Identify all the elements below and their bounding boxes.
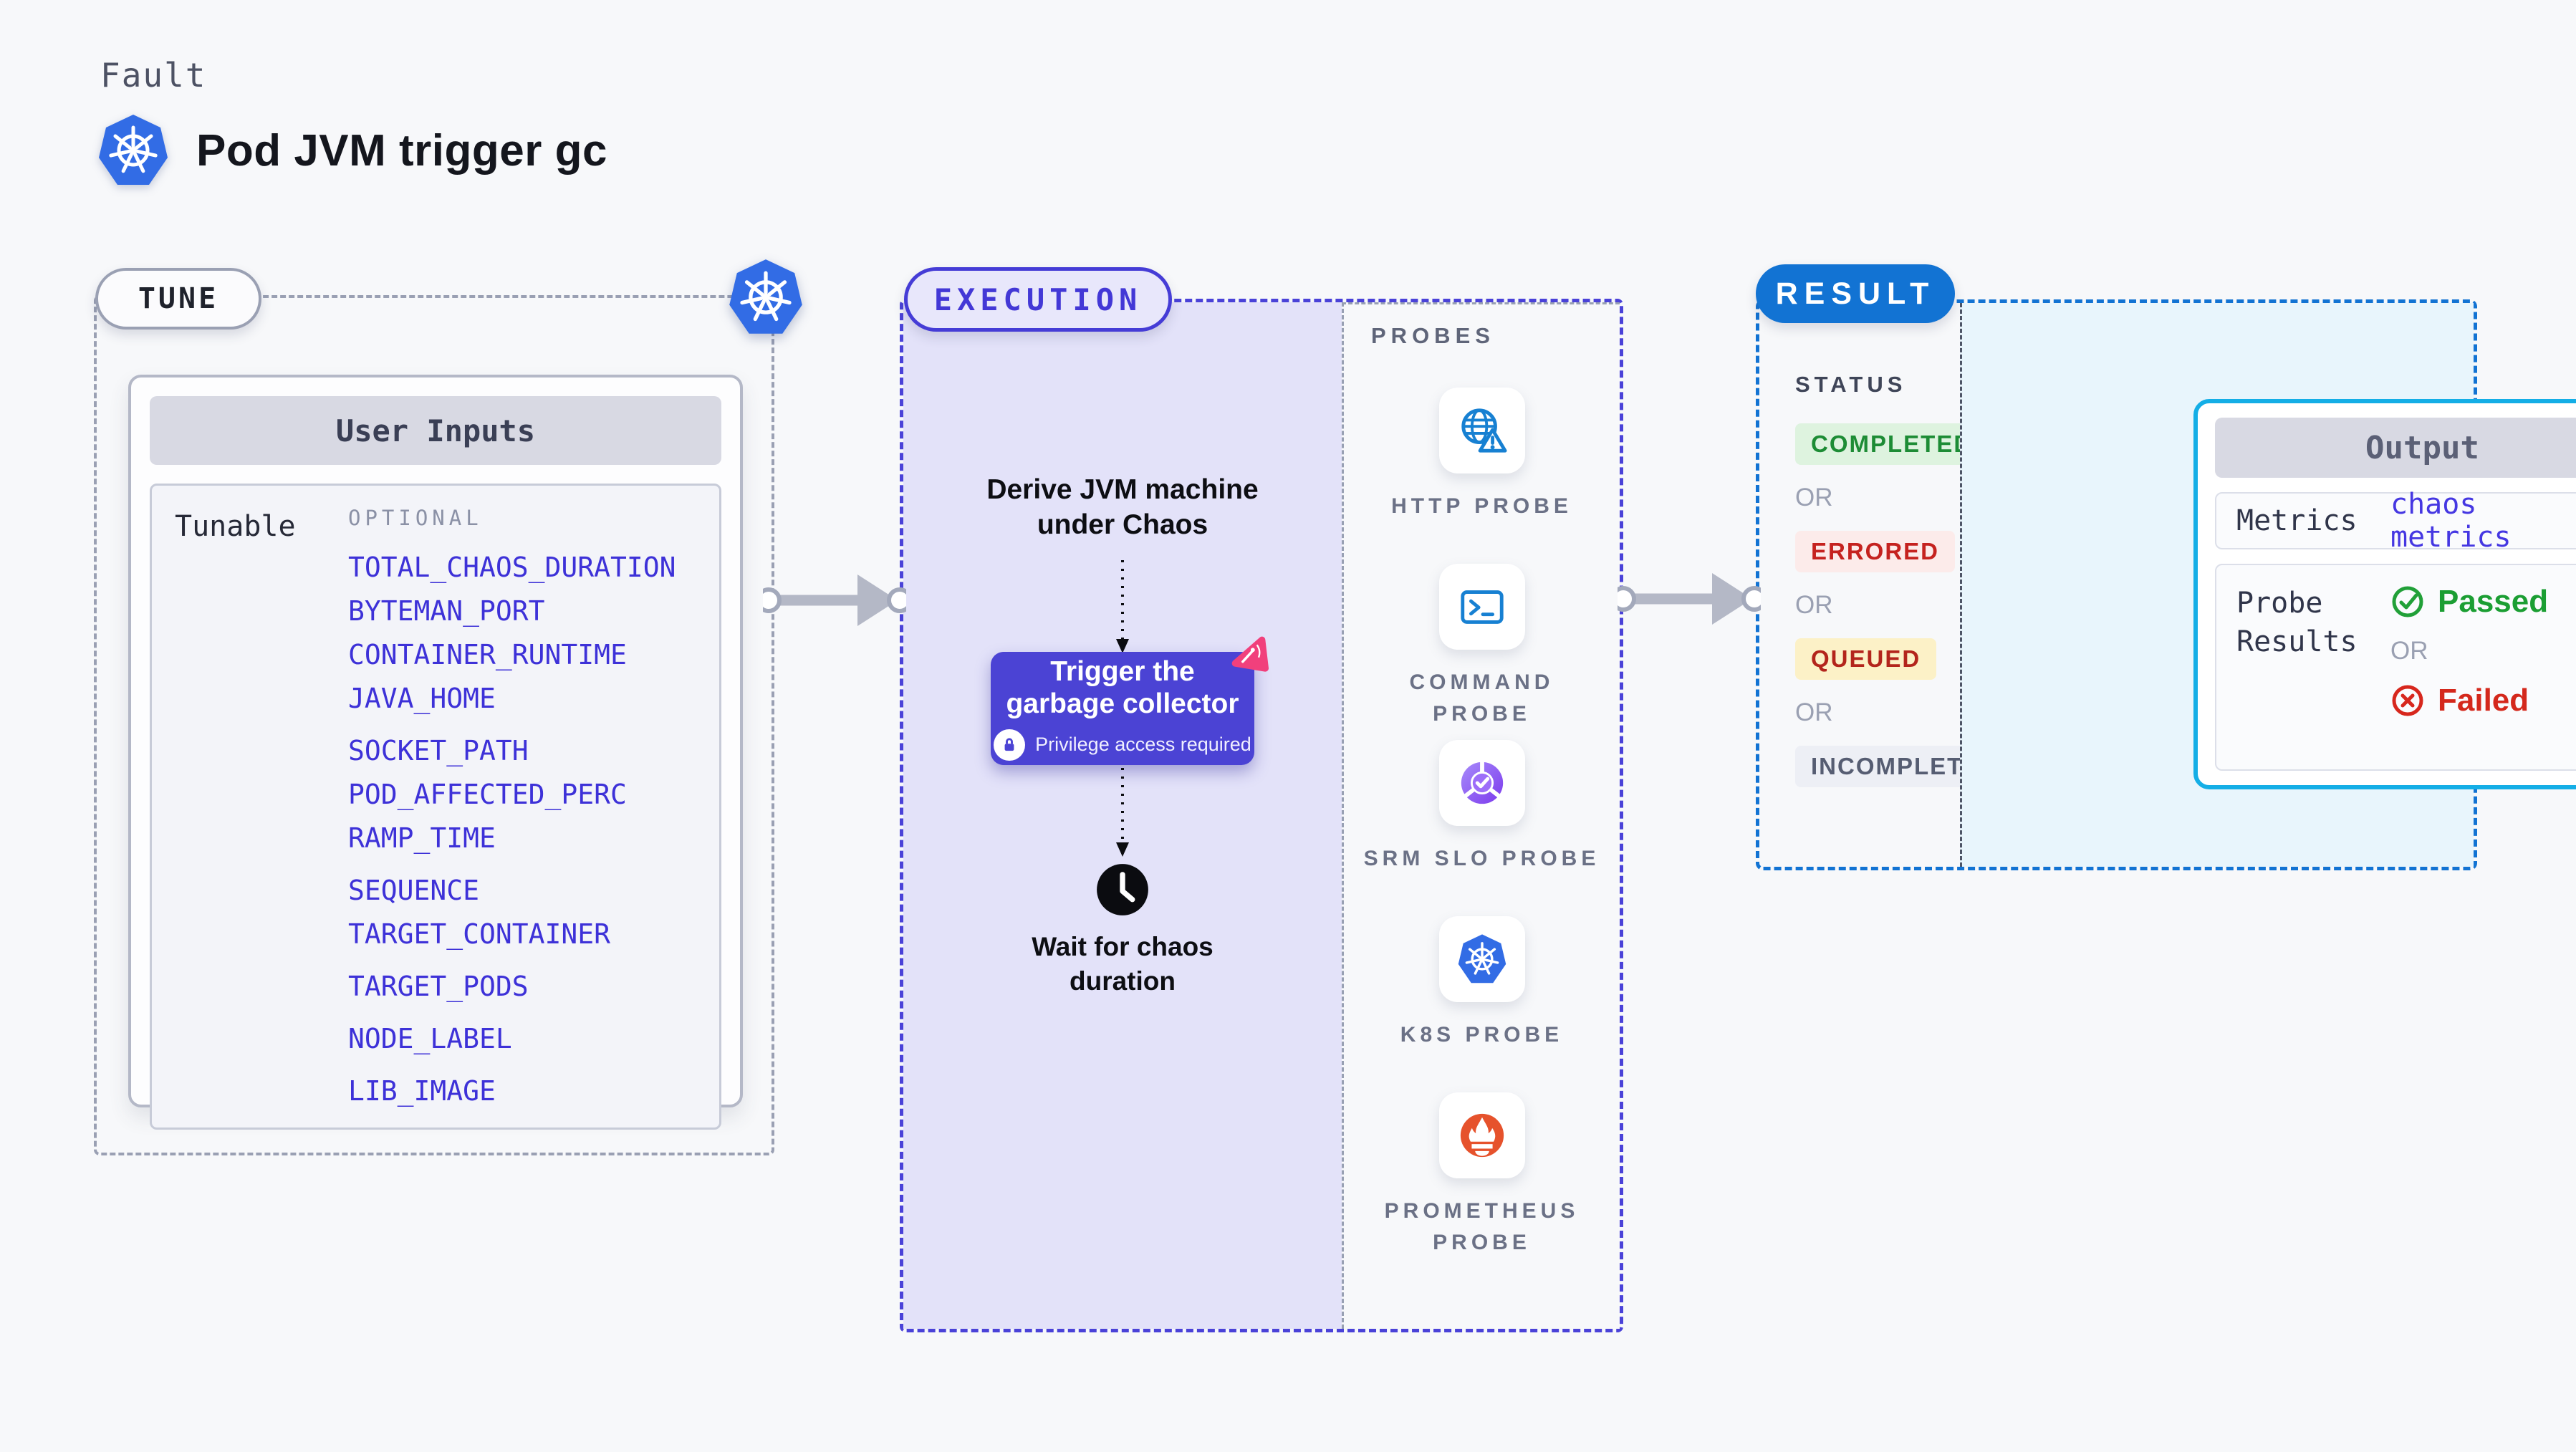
param-link[interactable]: LIB_IMAGE — [348, 1075, 496, 1107]
terminal-icon — [1460, 590, 1504, 624]
or-label: OR — [1795, 698, 1833, 726]
user-inputs-header: User Inputs — [150, 396, 721, 465]
status-badge-completed: COMPLETED — [1795, 423, 1989, 465]
probe-card — [1438, 740, 1525, 826]
param-link[interactable]: SOCKET_PATH — [348, 735, 529, 766]
execution-section: Derive JVM machine under Chaos Trigger t… — [900, 299, 1623, 1332]
probe-item-k8s: K8S PROBE — [1364, 916, 1600, 1092]
passed-label: Passed — [2438, 584, 2549, 619]
lock-icon — [994, 729, 1026, 761]
param-link[interactable]: POD_AFFECTED_PERC — [348, 779, 627, 810]
probe-item-http: HTTP PROBE — [1364, 388, 1600, 564]
probes-title: PROBES — [1371, 323, 1495, 348]
metrics-label: Metrics — [2236, 504, 2358, 537]
probe-label: SRM SLO PROBE — [1363, 847, 1600, 870]
status-badge-errored: ERRORED — [1795, 531, 1956, 572]
output-header: Output — [2215, 418, 2576, 478]
probe-card — [1438, 1092, 1525, 1178]
probe-label: PROMETHEUS PROBE — [1384, 1199, 1580, 1254]
probes-panel: PROBES — [1342, 302, 1620, 1329]
privilege-label: Privilege access required — [1035, 734, 1251, 756]
flow-connector-down — [1116, 560, 1129, 653]
x-circle-icon — [2392, 685, 2423, 716]
tune-section — [94, 295, 774, 1155]
user-inputs-card: User Inputs Tunable OPTIONAL TOTAL_CHAOS… — [128, 375, 743, 1130]
tunable-label: Tunable — [175, 510, 296, 543]
privilege-row: Privilege access required — [994, 729, 1251, 761]
check-circle-icon — [2392, 586, 2423, 617]
passed-row: Passed — [2390, 584, 2548, 620]
user-inputs-list: Tunable OPTIONAL TOTAL_CHAOS_DURATION BY… — [150, 484, 721, 1130]
probe-results-row: Probe Results Passed OR — [2215, 564, 2576, 771]
metrics-row: Metrics chaos metrics — [2215, 488, 2576, 554]
or-label: OR — [2390, 637, 2428, 665]
param-link[interactable]: RAMP_TIME — [348, 822, 496, 854]
chaos-litmus-icon — [1231, 636, 1269, 672]
status-badge-queued: QUEUED — [1795, 638, 1937, 680]
output-card: Output Metrics chaos metrics Probe Resul… — [2193, 399, 2576, 789]
probe-item-srm-slo: SRM SLO PROBE — [1364, 740, 1600, 916]
derive-jvm-node: Derive JVM machine under Chaos — [986, 474, 1259, 540]
probe-card — [1438, 564, 1525, 650]
globe-alert-icon — [1461, 408, 1507, 453]
probe-label: COMMAND PROBE — [1409, 670, 1554, 726]
probe-label: HTTP PROBE — [1391, 494, 1572, 518]
clock-icon — [1097, 864, 1148, 915]
param-link[interactable]: SEQUENCE — [348, 875, 480, 906]
execution-badge: EXECUTION — [904, 267, 1172, 332]
probe-card — [1438, 916, 1525, 1002]
result-output-panel: Output Metrics chaos metrics Probe Resul… — [1960, 303, 2576, 867]
metrics-value: chaos metrics — [2390, 488, 2512, 554]
param-link[interactable]: CONTAINER_RUNTIME — [348, 639, 627, 670]
probe-label: K8S PROBE — [1400, 1023, 1564, 1047]
page-title-row: Pod JVM trigger gc — [96, 113, 607, 188]
slo-donut-icon — [1461, 759, 1503, 804]
flow-connector-down — [1116, 768, 1129, 857]
or-label: OR — [1795, 484, 1833, 511]
kubernetes-icon — [1458, 934, 1506, 984]
prometheus-icon — [1460, 1113, 1504, 1158]
failed-row: Failed — [2390, 683, 2548, 718]
trigger-garbage-collector-node: Trigger the garbage collector Privilege … — [991, 652, 1254, 765]
kubernetes-icon — [99, 115, 168, 185]
kubernetes-icon — [729, 259, 802, 334]
result-section: STATUS COMPLETED OR ERRORED OR QUEUED OR… — [1756, 299, 2576, 870]
failed-label: Failed — [2438, 683, 2529, 718]
probe-item-prometheus: PROMETHEUS PROBE — [1364, 1092, 1600, 1258]
execution-flow-area: Derive JVM machine under Chaos Trigger t… — [903, 302, 1342, 1329]
or-label: OR — [1795, 591, 1833, 619]
fault-eyebrow: Fault — [100, 56, 207, 95]
probe-results-label: Probe Results — [2236, 587, 2358, 658]
optional-label: OPTIONAL — [348, 506, 483, 530]
probe-card — [1438, 388, 1525, 473]
status-title: STATUS — [1795, 372, 1907, 397]
result-badge: RESULT — [1756, 264, 1955, 323]
status-column: STATUS COMPLETED OR ERRORED OR QUEUED OR… — [1759, 303, 2015, 867]
tune-badge: TUNE — [95, 268, 261, 330]
page-title: Pod JVM trigger gc — [196, 125, 607, 176]
param-link[interactable]: TARGET_CONTAINER — [348, 918, 611, 950]
probe-item-command: COMMAND PROBE — [1364, 564, 1600, 740]
param-link[interactable]: BYTEMAN_PORT — [348, 595, 545, 627]
trigger-node-label: Trigger the garbage collector — [1006, 656, 1239, 719]
param-link[interactable]: TARGET_PODS — [348, 971, 529, 1002]
param-link[interactable]: NODE_LABEL — [348, 1023, 512, 1054]
flow-arrow-execution-to-result — [1618, 573, 1761, 625]
param-link[interactable]: JAVA_HOME — [348, 683, 496, 714]
wait-chaos-node: Wait for chaos duration — [1032, 932, 1213, 996]
flow-arrow-tune-to-execution — [763, 574, 906, 626]
param-link[interactable]: TOTAL_CHAOS_DURATION — [348, 552, 676, 583]
